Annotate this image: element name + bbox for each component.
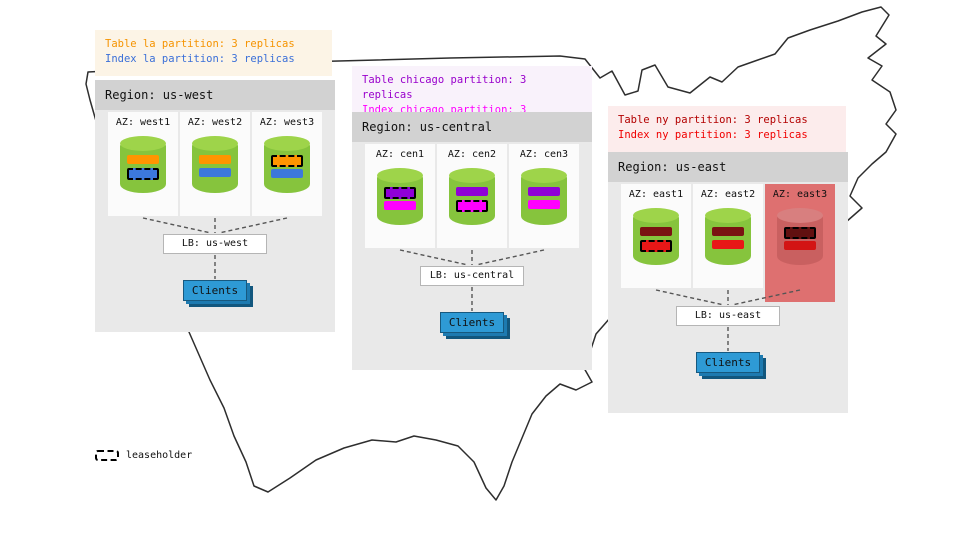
database-cylinder-icon xyxy=(633,208,679,265)
az-box-west3: AZ: west3 xyxy=(252,112,322,216)
clients-box: Clients xyxy=(183,280,247,301)
cylinder-top xyxy=(633,208,679,223)
cylinder-top xyxy=(449,168,495,183)
az-label: AZ: east3 xyxy=(772,189,828,200)
cylinder-top xyxy=(777,208,823,223)
az-label: AZ: east2 xyxy=(700,189,756,200)
table-partition-replica xyxy=(127,155,159,164)
cylinder-top xyxy=(120,136,166,151)
table-partition-replica xyxy=(784,227,816,239)
database-cylinder-icon xyxy=(264,136,310,193)
database-cylinder-icon xyxy=(449,168,495,225)
table-partition-replica xyxy=(528,187,560,196)
load-balancer-box: LB: us-east xyxy=(676,306,780,326)
index-partition-replica xyxy=(127,168,159,180)
table-partition-replica xyxy=(271,155,303,167)
az-box-west2: AZ: west2 xyxy=(180,112,250,216)
az-box-cen3: AZ: cen3 xyxy=(509,144,579,248)
region-title: Region: us-central xyxy=(352,112,592,142)
database-cylinder-icon xyxy=(521,168,567,225)
cylinder-top xyxy=(264,136,310,151)
az-box-cen2: AZ: cen2 xyxy=(437,144,507,248)
annotation-table-chicago: Table chicago partition: 3 replicas xyxy=(362,74,527,101)
clients-box: Clients xyxy=(440,312,504,333)
annotation-index-ny: Index ny partition: 3 replicas xyxy=(618,129,808,141)
region-box-us-central: Region: us-central AZ: cen1 AZ: cen2 xyxy=(352,112,592,370)
region-title: Region: us-west xyxy=(95,80,335,110)
connector-line xyxy=(142,217,212,234)
connector-line xyxy=(655,289,725,306)
az-box-east3-failed: AZ: east3 xyxy=(765,184,835,302)
clients-box: Clients xyxy=(696,352,760,373)
az-label: AZ: west3 xyxy=(259,117,315,128)
connector-line xyxy=(475,249,545,266)
annotation-table-la: Table la partition: 3 replicas xyxy=(105,38,295,50)
replica-bars xyxy=(377,187,423,214)
annotation-us-east: Table ny partition: 3 replicas Index ny … xyxy=(608,106,846,152)
az-label: AZ: west2 xyxy=(187,117,243,128)
replica-bars xyxy=(705,227,751,253)
region-box-us-west: Region: us-west AZ: west1 AZ: west2 xyxy=(95,80,335,332)
index-partition-replica xyxy=(199,168,231,177)
table-partition-replica xyxy=(456,187,488,196)
annotation-us-central: Table chicago partition: 3 replicas Inde… xyxy=(352,66,592,131)
cylinder-top xyxy=(521,168,567,183)
az-box-east1: AZ: east1 xyxy=(621,184,691,288)
replica-bars xyxy=(633,227,679,254)
table-partition-replica xyxy=(384,187,416,199)
connector-line xyxy=(218,217,288,234)
index-partition-replica xyxy=(640,240,672,252)
index-partition-replica xyxy=(456,200,488,212)
index-partition-replica xyxy=(528,200,560,209)
az-label: AZ: west1 xyxy=(115,117,171,128)
load-balancer-box: LB: us-central xyxy=(420,266,524,286)
index-partition-replica xyxy=(712,240,744,249)
az-label: AZ: cen1 xyxy=(375,149,425,160)
az-label: AZ: east1 xyxy=(628,189,684,200)
table-partition-replica xyxy=(199,155,231,164)
database-cylinder-icon xyxy=(705,208,751,265)
database-cylinder-icon xyxy=(192,136,238,193)
table-partition-replica xyxy=(712,227,744,236)
annotation-index-la: Index la partition: 3 replicas xyxy=(105,53,295,65)
connector-line xyxy=(399,249,469,266)
region-box-us-east: Region: us-east AZ: east1 AZ: east2 xyxy=(608,152,848,413)
az-box-cen1: AZ: cen1 xyxy=(365,144,435,248)
replica-bars xyxy=(120,155,166,182)
az-label: AZ: cen2 xyxy=(447,149,497,160)
az-box-west1: AZ: west1 xyxy=(108,112,178,216)
replica-bars xyxy=(777,227,823,254)
annotation-us-west: Table la partition: 3 replicas Index la … xyxy=(95,30,332,76)
az-box-east2: AZ: east2 xyxy=(693,184,763,288)
index-partition-replica xyxy=(271,169,303,178)
legend: leaseholder xyxy=(95,450,192,461)
database-cylinder-icon xyxy=(120,136,166,193)
database-cylinder-icon xyxy=(377,168,423,225)
cylinder-top xyxy=(192,136,238,151)
region-title: Region: us-east xyxy=(608,152,848,182)
annotation-table-ny: Table ny partition: 3 replicas xyxy=(618,114,808,126)
cylinder-top xyxy=(377,168,423,183)
replica-bars xyxy=(192,155,238,181)
replica-bars xyxy=(521,187,567,213)
load-balancer-box: LB: us-west xyxy=(163,234,267,254)
az-label: AZ: cen3 xyxy=(519,149,569,160)
replica-bars xyxy=(264,155,310,182)
leaseholder-swatch-icon xyxy=(95,450,119,461)
index-partition-replica xyxy=(384,201,416,210)
index-partition-replica xyxy=(784,241,816,250)
legend-label: leaseholder xyxy=(126,450,193,461)
replica-bars xyxy=(449,187,495,214)
database-cylinder-icon xyxy=(777,208,823,265)
table-partition-replica xyxy=(640,227,672,236)
cylinder-top xyxy=(705,208,751,223)
